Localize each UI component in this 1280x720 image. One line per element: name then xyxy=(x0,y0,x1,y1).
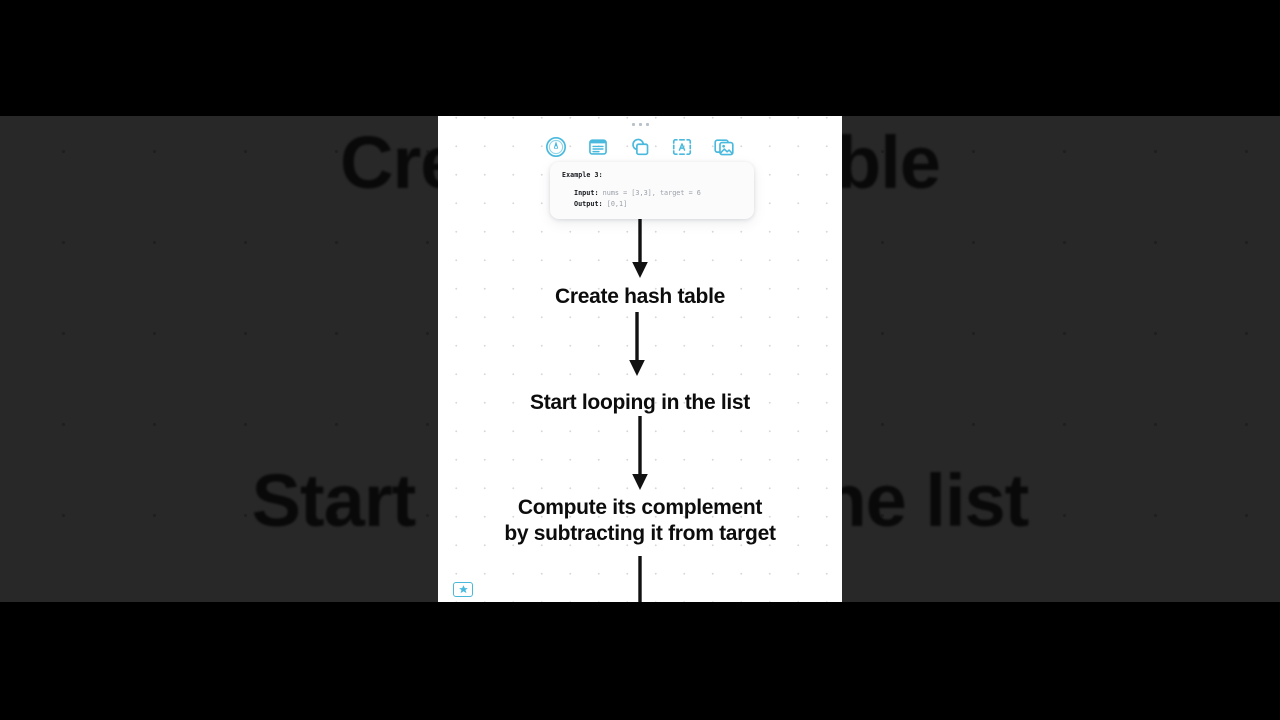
image-stack-icon xyxy=(713,136,735,158)
handle-dot xyxy=(631,123,635,126)
sticky-note-icon xyxy=(587,136,609,158)
code-example-card[interactable]: Example 3: Input: nums = [3,3], target =… xyxy=(550,162,754,219)
code-line-value: [0,1] xyxy=(602,200,628,208)
flow-node-create-hash-table[interactable]: Create hash table xyxy=(438,284,842,309)
letterbox-bottom xyxy=(0,602,1280,720)
toolbar-item-shapes[interactable] xyxy=(629,136,651,158)
code-line-input: Input: nums = [3,3], target = 6 xyxy=(562,188,743,199)
code-card-title: Example 3: xyxy=(562,171,603,179)
flow-arrow-2 xyxy=(625,312,649,383)
flow-node-label-line-1: Compute its complement xyxy=(517,496,763,519)
handle-dot xyxy=(645,123,649,126)
shapes-icon xyxy=(629,136,651,158)
letterbox-top xyxy=(0,0,1280,116)
star-badge[interactable] xyxy=(453,582,473,597)
toolbar-item-draw[interactable] xyxy=(545,136,567,158)
flow-node-compute-complement[interactable]: Compute its complement by subtracting it… xyxy=(438,495,842,547)
flow-arrow-4 xyxy=(628,556,652,602)
drag-handle-dots[interactable] xyxy=(438,123,842,126)
flow-node-label-line-2: by subtracting it from target xyxy=(504,522,776,545)
flow-arrow-1 xyxy=(628,218,652,285)
code-line-output: Output: [0,1] xyxy=(562,199,743,210)
toolbar-item-text[interactable] xyxy=(671,136,693,158)
toolbar-item-note[interactable] xyxy=(587,136,609,158)
star-icon xyxy=(458,585,468,594)
flow-node-label: Start looping in the list xyxy=(530,391,750,414)
toolbar-item-media[interactable] xyxy=(713,136,735,158)
handle-dot xyxy=(638,123,642,126)
pen-circle-icon xyxy=(545,136,567,158)
code-line-value: nums = [3,3], target = 6 xyxy=(598,189,701,197)
code-line-label: Input: xyxy=(574,189,599,197)
floating-toolbar[interactable] xyxy=(438,136,842,158)
text-box-a-icon xyxy=(671,136,693,158)
whiteboard-canvas[interactable]: Example 3: Input: nums = [3,3], target =… xyxy=(438,116,842,602)
flow-node-start-looping[interactable]: Start looping in the list xyxy=(438,390,842,415)
flow-node-label: Create hash table xyxy=(555,285,725,308)
flow-arrow-3 xyxy=(628,416,652,497)
code-line-label: Output: xyxy=(574,200,603,208)
